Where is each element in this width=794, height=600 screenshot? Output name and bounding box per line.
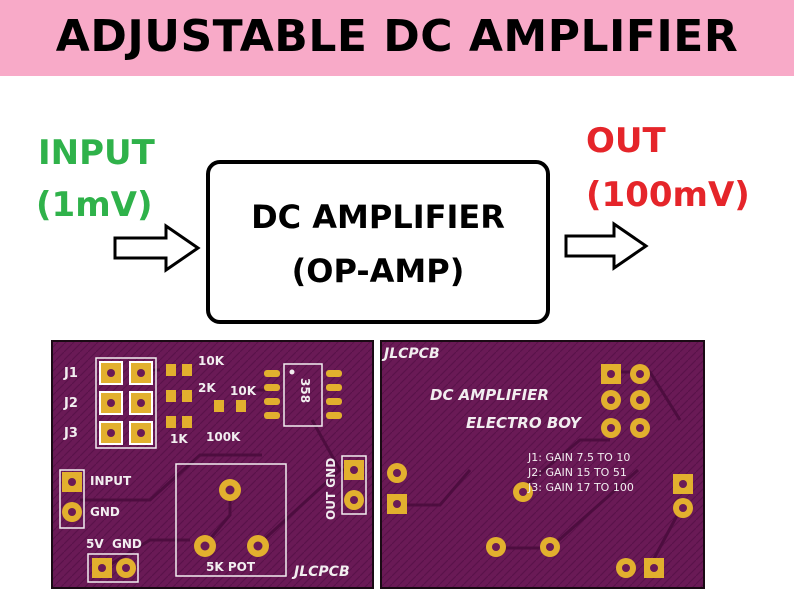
brand-logo-front: JLCPCB	[294, 564, 350, 580]
gain-note-j2: J2: GAIN 15 TO 51	[528, 466, 627, 479]
gain-note-j1: J1: GAIN 7.5 TO 10	[528, 451, 631, 464]
jumper-header	[95, 357, 157, 449]
input-label: INPUT	[38, 133, 155, 173]
ic-label: 358	[298, 378, 312, 404]
output-connector	[341, 455, 367, 515]
page-title: ADJUSTABLE DC AMPLIFIER	[55, 11, 739, 62]
title-banner: ADJUSTABLE DC AMPLIFIER	[0, 0, 794, 76]
resistor-label-100k: 100K	[206, 430, 241, 444]
jumper-label-j2: J2	[64, 396, 78, 411]
pot-label: 5K POT	[206, 560, 256, 574]
input-arrow	[113, 223, 201, 273]
power-connector-label: 5V GND	[86, 537, 142, 551]
ic-358	[264, 363, 342, 427]
output-arrow	[564, 221, 649, 271]
board-author: ELECTRO BOY	[466, 414, 581, 432]
resistor-label-10k-a: 10K	[198, 354, 224, 368]
input-connector-label: INPUT	[90, 474, 132, 488]
input-value: (1mV)	[36, 185, 153, 225]
jumper-label-j3: J3	[64, 426, 78, 441]
output-connector-label: OUT GND	[324, 457, 338, 520]
output-label: OUT	[586, 121, 666, 161]
block-subtitle: (OP-AMP)	[291, 252, 465, 290]
block-title: DC AMPLIFIER	[251, 198, 505, 236]
amplifier-block: DC AMPLIFIER (OP-AMP)	[206, 160, 550, 324]
resistor-label-10k-b: 10K	[230, 384, 256, 398]
board-title: DC AMPLIFIER	[430, 386, 549, 404]
potentiometer	[175, 463, 287, 577]
jumper-label-j1: J1	[64, 366, 78, 381]
resistor-pads	[166, 364, 246, 428]
output-value: (100mV)	[586, 175, 750, 215]
brand-logo-back: JLCPCB	[384, 346, 440, 362]
input-connector	[59, 469, 85, 529]
gnd-connector-label: GND	[90, 505, 120, 519]
pcb-front	[51, 340, 374, 589]
gain-note-j3: J3: GAIN 17 TO 100	[528, 481, 634, 494]
resistor-label-2k: 2K	[198, 381, 216, 395]
resistor-label-1k: 1K	[170, 432, 188, 446]
power-connector	[87, 553, 139, 583]
pcb-back	[380, 340, 705, 589]
